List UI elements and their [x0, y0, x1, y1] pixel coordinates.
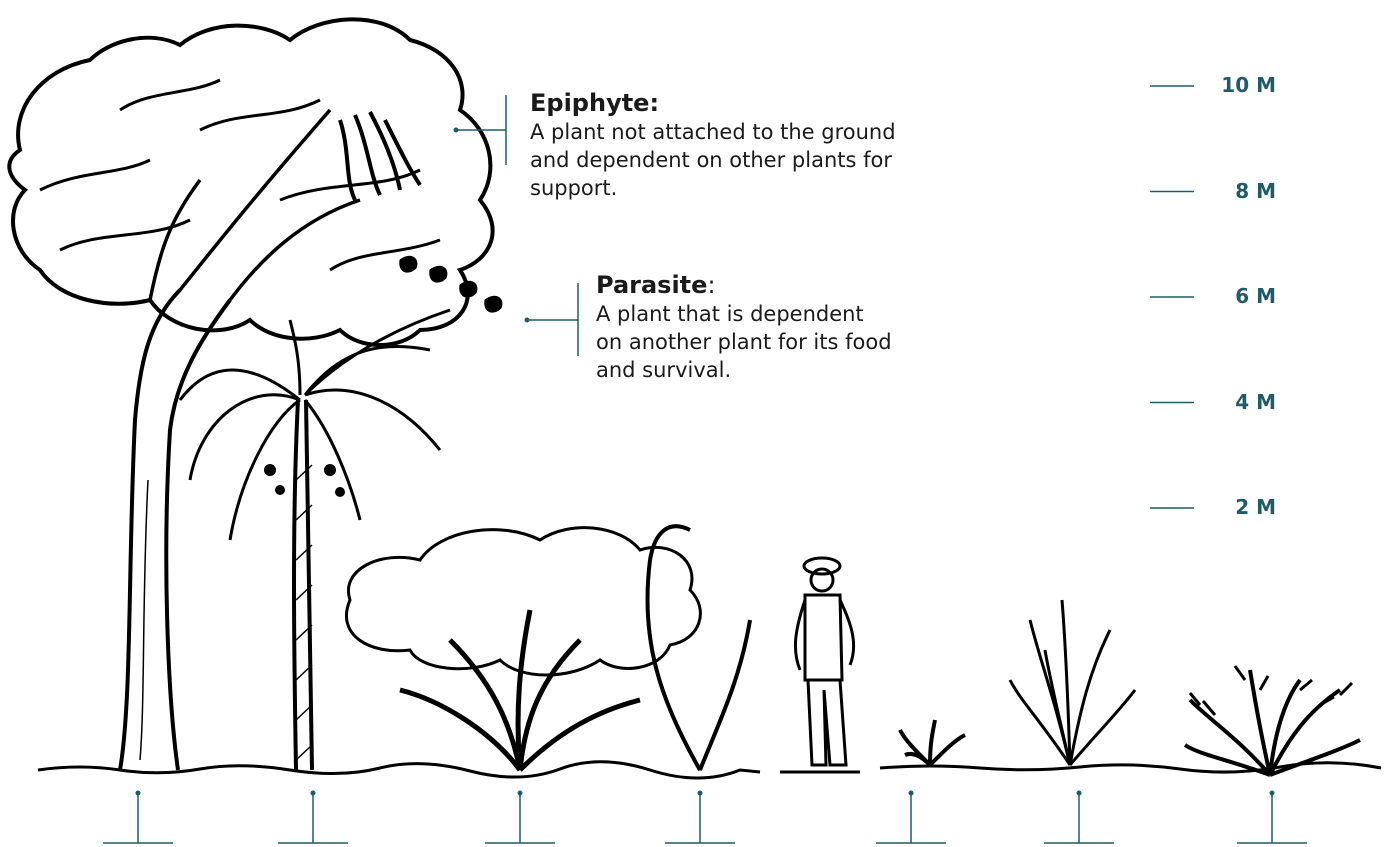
- scale-label: 6 M: [1206, 284, 1276, 308]
- low-shrub: [1185, 666, 1360, 775]
- parasite-connector: [525, 283, 579, 356]
- grass-tuft: [1010, 600, 1135, 765]
- ground-marker: [278, 791, 348, 844]
- shrub-group: [346, 526, 750, 770]
- ground-marker: [485, 791, 555, 844]
- parasite-description-3: and survival.: [596, 356, 976, 384]
- parasite-title-row: Parasite:: [596, 270, 976, 300]
- epiphyte-description-3: support.: [530, 174, 970, 202]
- scale-label: 8 M: [1206, 179, 1276, 203]
- parasite-description-2: on another plant for its food: [596, 328, 976, 356]
- human-figure: [795, 558, 853, 765]
- epiphyte-title: Epiphyte:: [530, 88, 970, 118]
- scale-label: 10 M: [1206, 73, 1276, 97]
- scale-label: 2 M: [1206, 495, 1276, 519]
- canopy-tree: [9, 19, 502, 770]
- parasite-title-colon: :: [707, 271, 715, 299]
- palm-tree: [180, 310, 450, 770]
- ground-marker: [103, 791, 173, 844]
- epiphyte-description-1: A plant not attached to the ground: [530, 118, 970, 146]
- ground-marker: [1237, 791, 1307, 844]
- ground-markers: [103, 791, 1307, 844]
- epiphyte-label: Epiphyte: A plant not attached to the gr…: [530, 88, 970, 202]
- ground-marker: [665, 791, 735, 844]
- scale-label: 4 M: [1206, 390, 1276, 414]
- small-herb: [900, 720, 965, 765]
- parasite-description-1: A plant that is dependent: [596, 300, 976, 328]
- epiphyte-description-2: and dependent on other plants for: [530, 146, 970, 174]
- ground-marker: [876, 791, 946, 844]
- parasite-title: Parasite: [596, 271, 707, 299]
- parasite-label: Parasite: A plant that is dependent on a…: [596, 270, 976, 384]
- ground-marker: [1044, 791, 1114, 844]
- ground-line: [38, 762, 1381, 778]
- height-scale-ticks: [1150, 86, 1194, 508]
